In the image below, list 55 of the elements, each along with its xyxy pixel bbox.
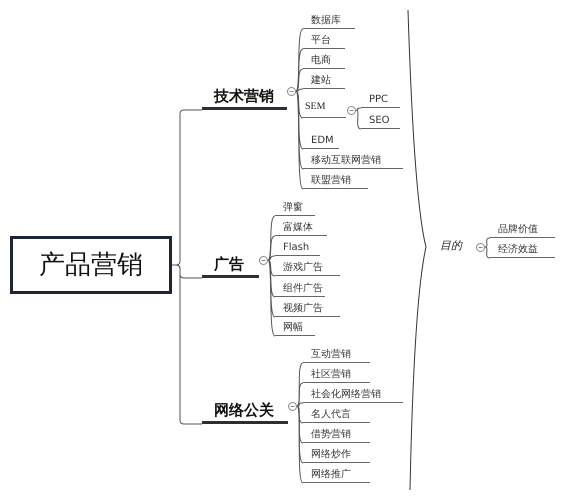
- topic-label: 技术营销: [214, 89, 274, 104]
- topic-label: 广告: [214, 257, 244, 272]
- leaf-topic: 数据库: [303, 12, 355, 29]
- leaf-topic: 视频广告: [275, 300, 340, 317]
- leaf-topic: 网络推广: [303, 466, 370, 483]
- topic-label: 目的: [440, 240, 462, 251]
- branch-line: [268, 260, 276, 336]
- leaf-topic: 品牌价值: [490, 221, 555, 238]
- subtopic: [303, 100, 356, 118]
- leaf-topic: 组件广告: [275, 280, 325, 297]
- branch-line: [296, 406, 304, 464]
- branch-line: [296, 382, 304, 406]
- topic-label: SEM: [305, 102, 326, 112]
- branch-line: [296, 406, 304, 444]
- branch-line: [296, 90, 304, 150]
- leaf-topic: 电商: [303, 52, 345, 69]
- branch-line: [268, 216, 276, 260]
- branch-line: [356, 110, 362, 130]
- leaf-topic: PPC: [361, 91, 400, 108]
- leaf-topic: 游戏广告: [275, 259, 340, 276]
- leaf-topic: EDM: [303, 131, 339, 149]
- leaf-topic: Flash: [275, 239, 320, 256]
- branch-line: [296, 90, 304, 190]
- branch-line: [296, 28, 304, 92]
- branch-line: [172, 264, 202, 424]
- branch-line: [296, 68, 304, 92]
- leaf-topic: 移动互联网营销: [303, 151, 403, 169]
- root-topic-box: 产品营销: [10, 236, 172, 294]
- leaf-topic: 网络炒作: [303, 446, 370, 463]
- branch-line: [484, 238, 490, 248]
- leaf-topic: 网幅: [275, 319, 315, 336]
- branch-line: [296, 48, 304, 92]
- branch-line: [268, 260, 276, 318]
- branch-line: [296, 90, 304, 170]
- leaf-topic: 社区营销: [303, 366, 370, 383]
- leaf-topic: 弹窗: [275, 199, 315, 216]
- leaf-topic: 互动营销: [303, 346, 370, 363]
- leaf-topic: 借势营销: [303, 426, 370, 443]
- branch-line: [484, 246, 490, 258]
- topic-label: 网络公关: [214, 403, 274, 418]
- branch-line: [296, 362, 304, 406]
- leaf-topic: SEO: [361, 112, 400, 129]
- leaf-topic: 平台: [303, 32, 345, 49]
- leaf-topic: 建站: [303, 72, 345, 89]
- leaf-topic: 联盟营销: [303, 171, 368, 189]
- leaf-topic: 名人代言: [303, 406, 370, 423]
- branch-line: [268, 260, 276, 276]
- leaf-topic: 经济效益: [490, 241, 555, 258]
- branch-line: [268, 236, 276, 260]
- branch-line: [296, 406, 304, 484]
- branch-line: [296, 90, 304, 118]
- leaf-topic: 社会化网络营销: [303, 386, 403, 403]
- branch-line: [268, 260, 276, 298]
- leaf-topic: 富媒体: [275, 219, 327, 236]
- branch-line: [296, 406, 304, 424]
